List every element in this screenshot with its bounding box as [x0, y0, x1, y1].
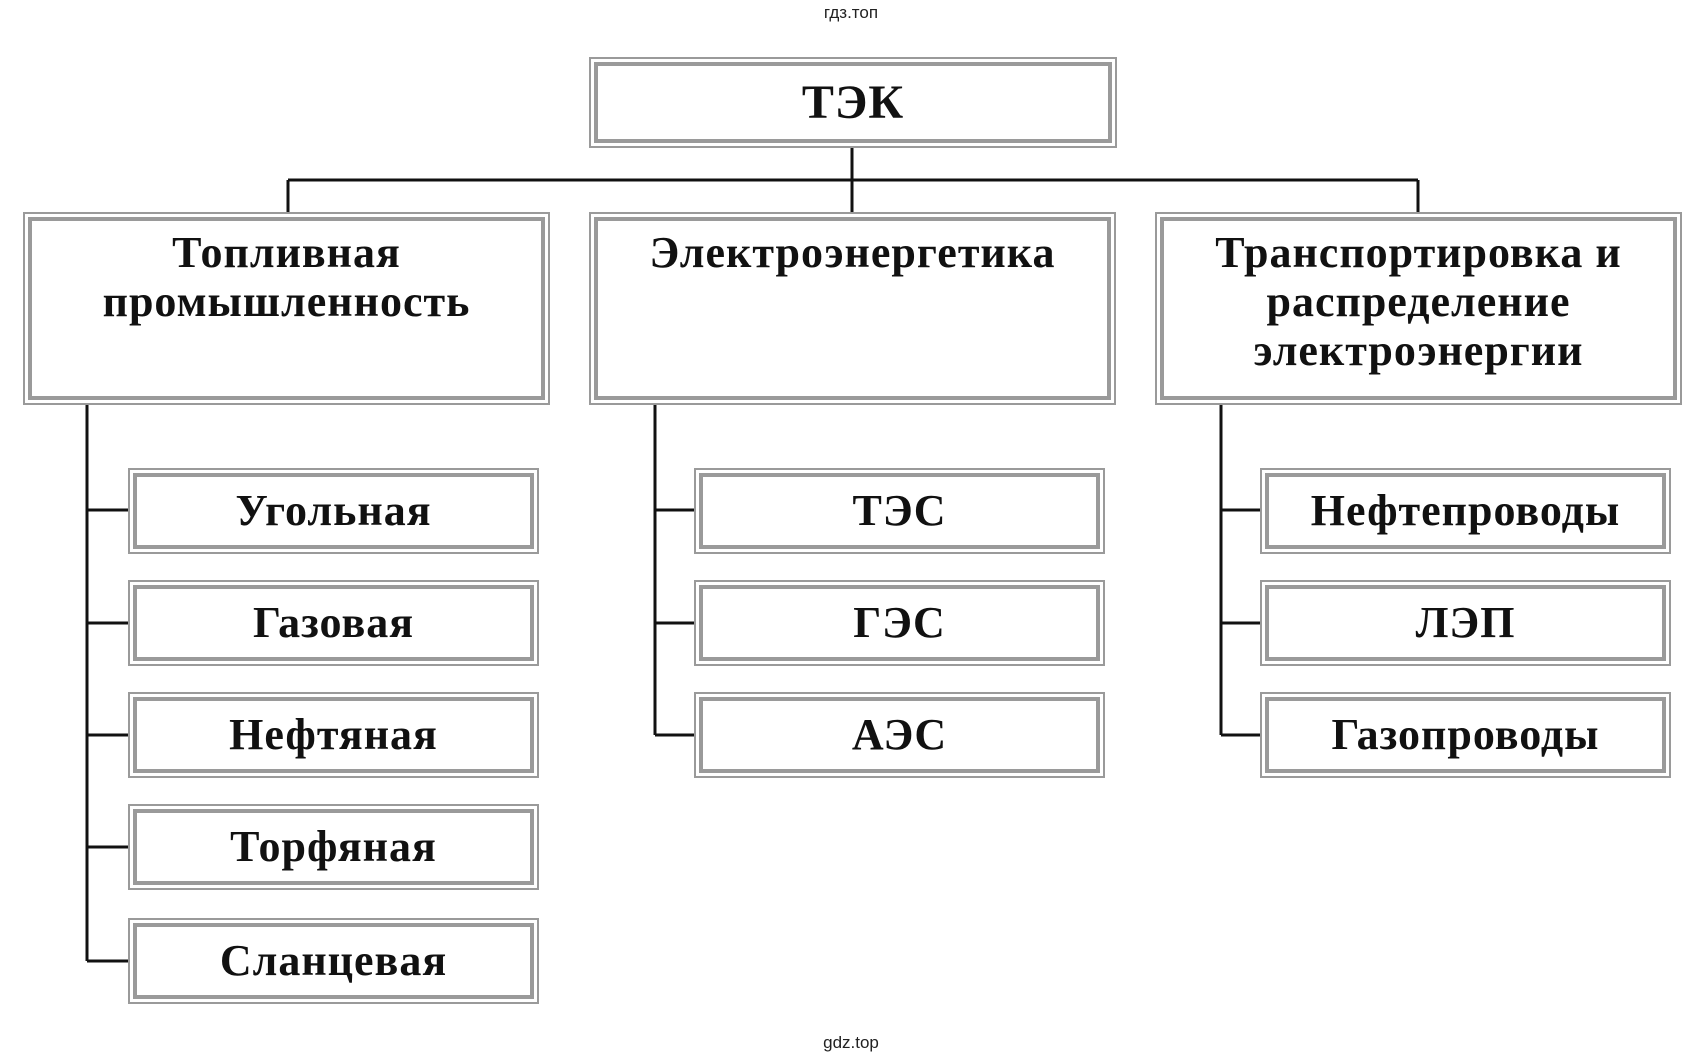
branch-3-title-line-3: электроэнергии	[1253, 326, 1584, 375]
item-power-lines: ЛЭП	[1260, 580, 1671, 666]
branch-1-title-line-2: промышленность	[102, 277, 471, 326]
watermark-bottom: gdz.top	[823, 1033, 879, 1052]
item-oil-pipelines: Нефтепроводы	[1260, 468, 1671, 554]
watermark-top: гдз.топ	[823, 3, 879, 22]
item-gas-pipelines: Газопроводы	[1260, 692, 1671, 778]
item-label: Угольная	[235, 486, 432, 535]
item-label: Нефтяная	[229, 710, 438, 759]
item-oil: Нефтяная	[128, 692, 539, 778]
item-label: Нефтепроводы	[1310, 486, 1621, 535]
branch-3-title-line-2: распределение	[1266, 277, 1571, 326]
branch-node-transport-distribution: Транспортировка и распределение электроэ…	[1155, 212, 1682, 405]
item-tes: ТЭС	[694, 468, 1105, 554]
item-aes: АЭС	[694, 692, 1105, 778]
item-label: Торфяная	[230, 822, 437, 871]
branch-2-title-line-1: Электроэнергетика	[649, 228, 1056, 277]
root-node: ТЭК	[589, 57, 1117, 148]
root-label: ТЭК	[801, 75, 905, 129]
item-label: ГЭС	[853, 598, 946, 647]
branch-node-electric-power: Электроэнергетика	[589, 212, 1116, 405]
item-ges: ГЭС	[694, 580, 1105, 666]
item-label: ЛЭП	[1415, 598, 1516, 647]
item-label: Газовая	[252, 598, 415, 647]
item-peat: Торфяная	[128, 804, 539, 890]
item-shale: Сланцевая	[128, 918, 539, 1004]
item-label: Сланцевая	[219, 936, 448, 985]
item-gas: Газовая	[128, 580, 539, 666]
item-coal: Угольная	[128, 468, 539, 554]
branch-node-fuel-industry: Топливная промышленность	[23, 212, 550, 405]
item-label: АЭС	[851, 710, 948, 759]
item-label: Газопроводы	[1331, 710, 1600, 759]
branch-3-title-line-1: Транспортировка и	[1215, 228, 1622, 277]
branch-1-title-line-1: Топливная	[172, 228, 401, 277]
item-label: ТЭС	[852, 486, 947, 535]
